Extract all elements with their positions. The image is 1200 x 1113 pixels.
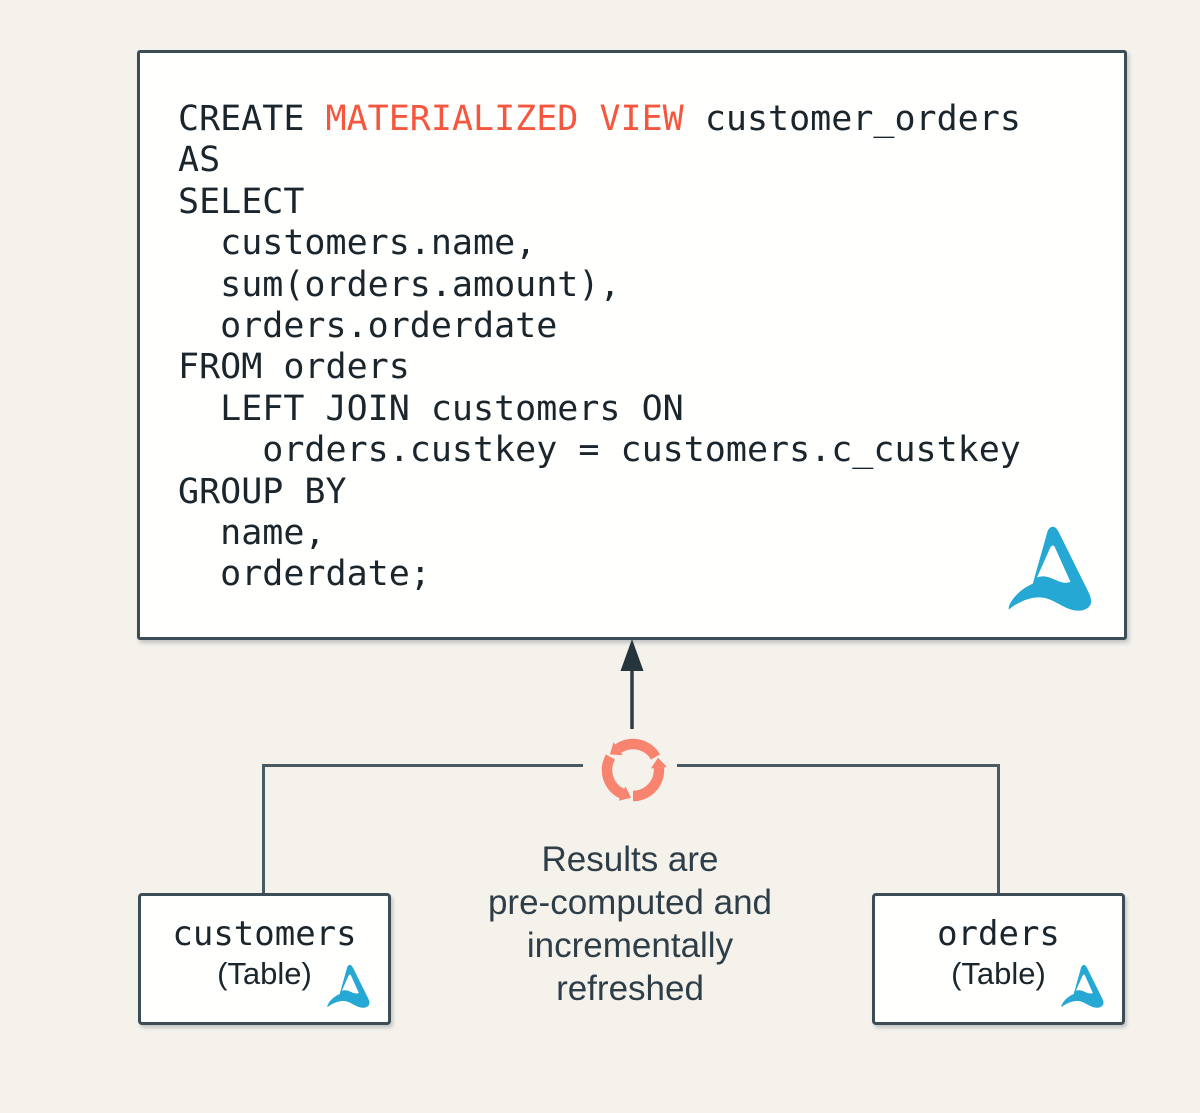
keyword-highlight: MATERIALIZED VIEW <box>325 99 684 139</box>
refresh-arrowhead <box>609 742 623 756</box>
table-name: orders <box>937 914 1060 954</box>
code-line-create: CREATE MATERIALIZED VIEW customer_orders <box>178 99 1104 140</box>
code-line: SELECT <box>178 181 305 222</box>
refresh-arrowhead <box>618 786 632 801</box>
refresh-arrowhead <box>650 757 667 769</box>
code-text: customer_orders <box>683 99 1021 139</box>
refresh-cycle-icon <box>601 738 667 802</box>
code-text: CREATE <box>178 99 326 139</box>
code-line: orderdate; <box>178 554 431 595</box>
code-line: AS <box>178 140 221 181</box>
code-line: orders.custkey = customers.c_custkey <box>178 430 1021 471</box>
sql-code-block: CREATE MATERIALIZED VIEW customer_orders… <box>178 99 1104 596</box>
code-line: LEFT JOIN customers ON <box>178 388 684 429</box>
code-line: orders.orderdate <box>178 305 558 346</box>
customers-table-node: customers (Table) <box>138 893 391 1025</box>
code-line: GROUP BY <box>178 471 347 512</box>
delta-wave-logo-icon <box>327 964 370 1008</box>
table-type-label: (Table) <box>217 956 312 991</box>
orders-table-node: orders (Table) <box>872 893 1125 1025</box>
code-line: sum(orders.amount), <box>178 264 621 305</box>
table-type-label: (Table) <box>951 956 1046 991</box>
delta-wave-logo-icon <box>1008 526 1092 611</box>
refresh-arc <box>601 754 625 799</box>
code-line: name, <box>178 512 326 553</box>
annotation-text: Results are pre-computed and incremental… <box>487 840 773 1008</box>
refresh-arc <box>615 738 661 760</box>
table-name: customers <box>172 914 357 954</box>
delta-wave-logo-icon <box>1061 964 1104 1008</box>
code-line: customers.name, <box>178 223 537 264</box>
up-arrow-head <box>620 639 644 671</box>
refresh-arc <box>632 767 665 802</box>
code-line: FROM orders <box>178 347 410 388</box>
sql-code-panel: CREATE MATERIALIZED VIEW customer_orders… <box>137 50 1127 640</box>
